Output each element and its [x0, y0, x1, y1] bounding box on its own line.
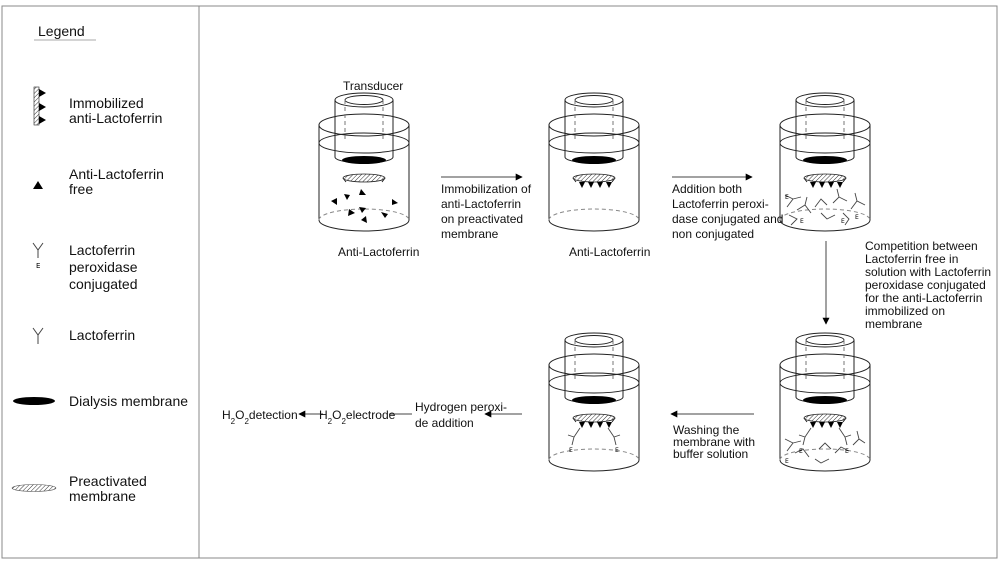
svg-text:E: E — [845, 448, 849, 455]
arrow1-text: Immobilization of anti-Lactoferrin on pr… — [441, 182, 532, 241]
svg-text:E: E — [841, 218, 845, 225]
arrow3-text: Competition between Lactoferrin free in … — [865, 239, 992, 331]
immobilized-antibody-icon — [33, 86, 46, 126]
beaker-step2 — [548, 92, 640, 232]
legend-label-dialysis: Dialysis membrane — [69, 393, 189, 409]
svg-text:E: E — [785, 194, 789, 201]
legend-label-free: Anti-Lactoferrin free — [69, 166, 164, 197]
legend-label-conjugated: Lactoferrin peroxidase conjugated — [69, 242, 138, 292]
svg-text:E: E — [36, 262, 40, 270]
beaker-step4: E E E — [779, 332, 871, 472]
legend-label-immobilized: Immobilized anti-Lactoferrin — [69, 95, 163, 126]
svg-text:E: E — [799, 448, 803, 455]
arrow5-text: Hydrogen peroxi- de addition — [415, 400, 508, 430]
preactivated-membrane-icon — [11, 484, 57, 492]
svg-text:E: E — [569, 447, 573, 454]
svg-text:E: E — [785, 458, 789, 465]
electrode-label: H2O2electrode — [319, 408, 396, 426]
legend-label-preactivated: Preactivated membrane — [69, 473, 147, 504]
arrow2-text: Addition both Lactoferrin peroxi- dase c… — [672, 182, 784, 241]
svg-text:E: E — [615, 447, 619, 454]
legend-label-lactoferrin: Lactoferrin — [69, 327, 136, 343]
dialysis-membrane-icon — [13, 397, 55, 405]
beaker-step1 — [318, 92, 410, 232]
detection-label: H2O2detection — [222, 408, 298, 426]
step2-caption: Anti-Lactoferrin — [569, 245, 651, 259]
transducer-label: Transducer — [343, 79, 404, 93]
svg-text:E: E — [800, 218, 804, 225]
svg-text:E: E — [855, 214, 859, 221]
arrow4-text: Washing the membrane with buffer solutio… — [673, 423, 756, 461]
beaker-step3: E E E E — [779, 92, 871, 232]
legend-title: Legend — [38, 23, 85, 39]
step1-caption: Anti-Lactoferrin — [338, 245, 420, 259]
conjugated-lactoferrin-icon: E — [32, 242, 44, 270]
free-antibody-icon — [33, 181, 43, 189]
lactoferrin-icon — [32, 327, 44, 344]
